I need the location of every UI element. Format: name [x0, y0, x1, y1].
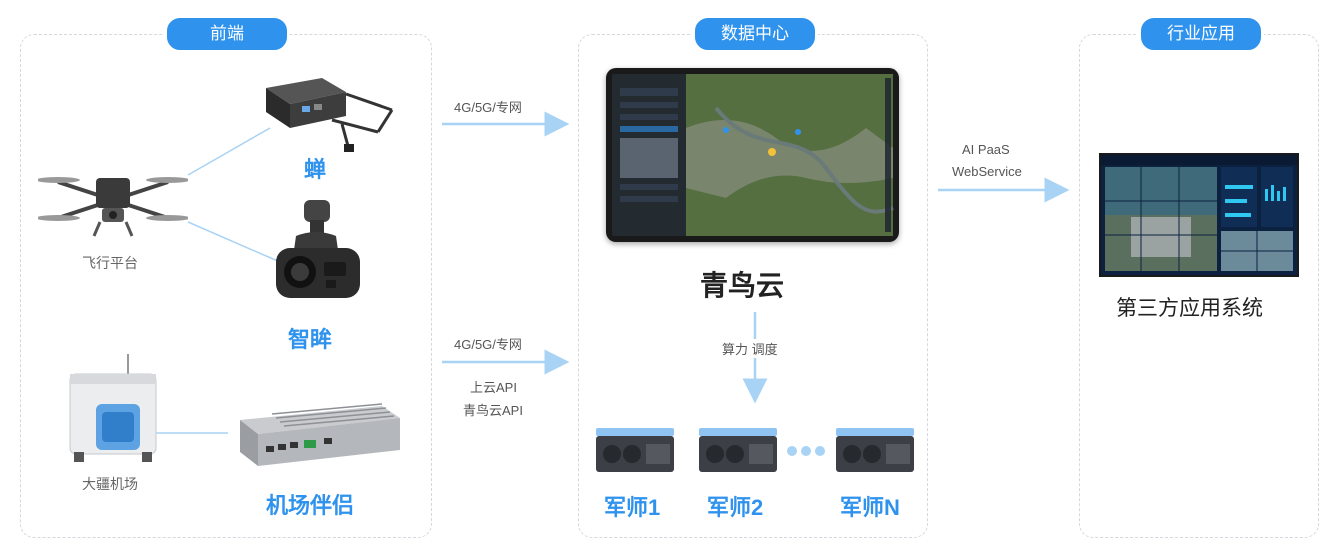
server-label-2: 军师2 [707, 495, 764, 520]
third-party-label: 第三方应用系统 [1116, 297, 1263, 320]
dock-icon [69, 354, 157, 462]
tablet-screen [606, 68, 899, 242]
bottom-link-label: 4G/5G/专网 [454, 337, 522, 352]
server-icon-n [836, 428, 914, 472]
top-link-label: 4G/5G/专网 [454, 100, 522, 115]
bottom-link-sub1: 上云API [470, 380, 517, 395]
zhimou-label: 智眸 [288, 327, 333, 352]
map-view [612, 74, 894, 236]
industry-pill: 行业应用 [1138, 15, 1264, 53]
dock-label: 大疆机场 [82, 476, 138, 492]
bottom-link-sub2: 青鸟云API [463, 403, 523, 418]
zhimou-camera-icon [276, 200, 360, 298]
server-label-n: 军师N [840, 495, 900, 520]
drone-label: 飞行平台 [82, 255, 138, 271]
ai-paas-label: AI PaaS [962, 142, 1010, 157]
frontend-pill: 前端 [164, 15, 290, 53]
server-icon-1 [596, 428, 674, 472]
cloud-name: 青鸟云 [700, 270, 785, 301]
ellipsis-dots-icon [787, 446, 825, 456]
drone-zhimou-line [187, 221, 281, 263]
chan-device-icon [266, 78, 394, 152]
dashboard-screen [1099, 153, 1299, 277]
companion-box-icon [240, 403, 400, 466]
webservice-label: WebService [952, 164, 1022, 179]
server-icon-2 [699, 428, 777, 472]
drone-icon [38, 177, 188, 237]
companion-label: 机场伴侣 [266, 493, 355, 518]
server-label-1: 军师1 [604, 495, 661, 520]
chan-label: 蝉 [304, 157, 327, 182]
data-center-pill: 数据中心 [692, 15, 818, 53]
compute-label: 算力 调度 [720, 339, 780, 358]
drone-chan-line [187, 127, 271, 176]
